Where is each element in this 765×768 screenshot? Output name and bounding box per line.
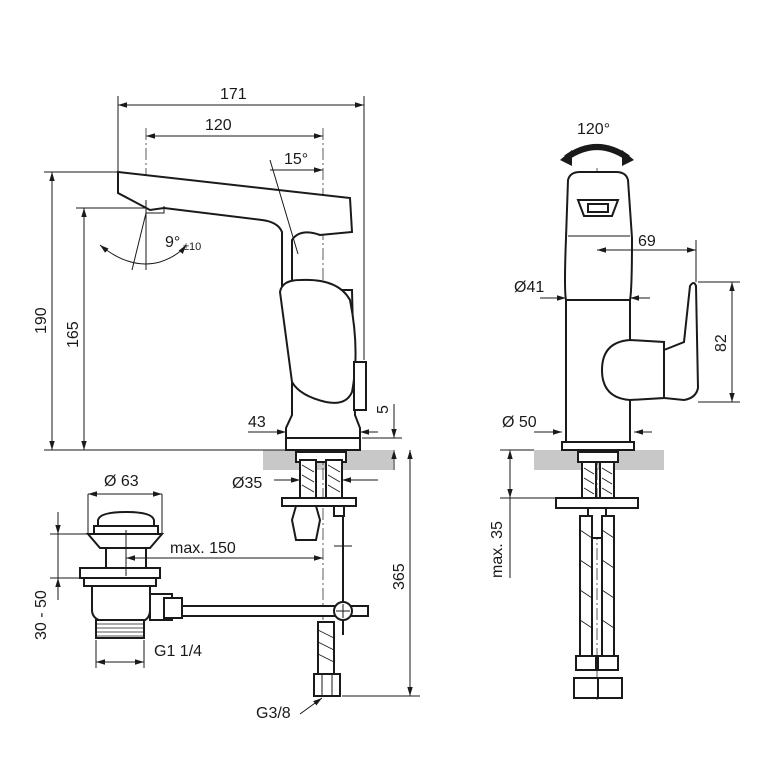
dim-waste-thread: G1 1/4 <box>154 643 202 660</box>
dim-handle-reach: 69 <box>638 233 656 250</box>
dim-rotation: 120° <box>577 121 610 138</box>
front-view <box>534 168 700 700</box>
rod-clamp <box>333 505 345 517</box>
dim-height-total: 190 <box>33 307 50 334</box>
front-hose-nut-right <box>597 677 623 699</box>
front-handle-lever <box>663 282 700 402</box>
dim-base-diameter: Ø 50 <box>502 414 537 431</box>
dim-rod-length: max. 150 <box>170 540 236 557</box>
front-fixing-plate <box>555 497 639 509</box>
popup-lever <box>353 361 367 411</box>
dim-body-diameter: Ø41 <box>514 279 544 296</box>
mixer-handle <box>278 278 357 404</box>
dim-base-gap: 5 <box>375 405 392 414</box>
mixer-base <box>285 437 361 451</box>
supply-hose <box>317 621 335 675</box>
front-handle-hub <box>600 338 665 402</box>
hose-nut <box>313 673 341 697</box>
dim-handle-height: 82 <box>713 334 730 352</box>
dim-spray-tolerance: ±10 <box>183 241 201 253</box>
dim-shank-diameter: Ø35 <box>232 475 262 492</box>
spout-aerator <box>145 200 165 214</box>
dim-popup-height: 30 - 50 <box>33 590 50 640</box>
dim-below-counter: 365 <box>391 563 408 590</box>
fixing-nut <box>290 505 322 541</box>
dim-spout-reach: 120 <box>205 117 232 134</box>
side-dimensions: 171 120 15° 9° ±10 190 165 43 5 <box>33 86 420 722</box>
dim-width-total: 171 <box>220 86 247 103</box>
fixing-plate <box>281 497 357 507</box>
dim-counter-thickness: max. 35 <box>489 521 506 578</box>
dim-hose-thread: G3/8 <box>256 705 291 722</box>
shank <box>295 451 347 463</box>
dim-spout-angle: 15° <box>284 151 308 168</box>
front-hose-nut-left <box>573 677 599 699</box>
dim-height-outlet: 165 <box>65 321 82 348</box>
front-base <box>561 441 635 451</box>
popup-waste <box>79 510 183 639</box>
threaded-rod-right <box>325 459 343 499</box>
dim-popup-diameter: Ø 63 <box>104 473 139 490</box>
front-dimensions: 120° 69 Ø41 82 Ø 50 max. 35 <box>489 121 740 578</box>
threaded-rod-left <box>299 459 317 499</box>
side-view <box>79 128 393 697</box>
dim-base-offset: 43 <box>248 414 266 431</box>
dim-spray-angle: 9° <box>165 234 180 251</box>
